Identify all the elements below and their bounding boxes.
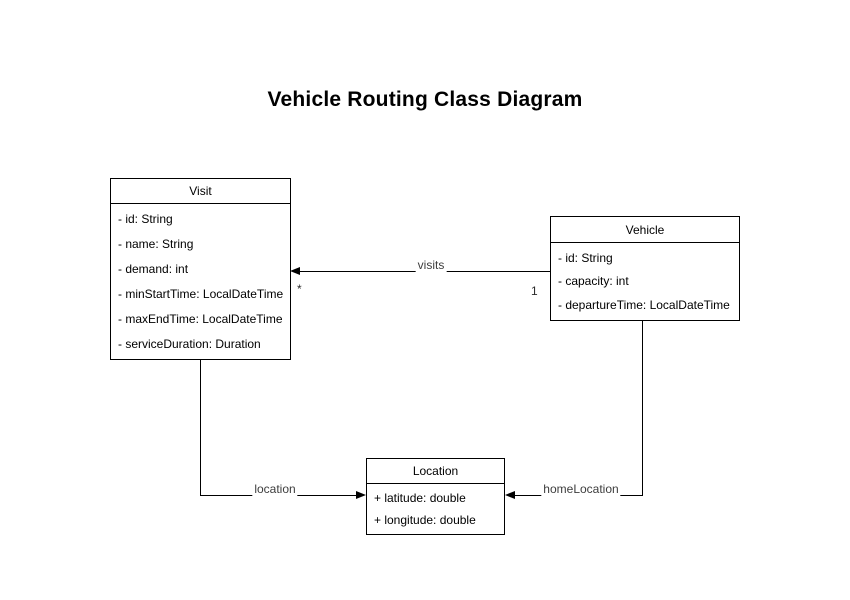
- association-location-label: location: [252, 482, 298, 496]
- class-box-visit[interactable]: Visit - id: String - name: String - dema…: [110, 178, 291, 360]
- class-location-attributes: + latitude: double + longitude: double: [367, 484, 504, 534]
- association-homelocation-arrowhead: [505, 491, 515, 499]
- association-visits-target-multiplicity: *: [297, 282, 302, 296]
- diagram-title: Vehicle Routing Class Diagram: [267, 88, 583, 111]
- class-vehicle-attribute: - capacity: int: [558, 274, 629, 289]
- class-visit-attribute: - maxEndTime: LocalDateTime: [118, 311, 283, 326]
- class-visit-attribute: - name: String: [118, 237, 194, 252]
- association-visits-arrowhead: [290, 267, 300, 275]
- class-visit-attribute: - id: String: [118, 212, 173, 227]
- class-box-location[interactable]: Location + latitude: double + longitude:…: [366, 458, 505, 535]
- class-vehicle-attribute: - departureTime: LocalDateTime: [558, 298, 730, 313]
- class-visit-name: Visit: [111, 179, 290, 204]
- class-vehicle-attributes: - id: String - capacity: int - departure…: [551, 243, 739, 320]
- association-visits-label: visits: [415, 258, 447, 272]
- association-homelocation-line-vertical: [642, 321, 643, 496]
- association-location-line-vertical: [200, 360, 201, 496]
- class-visit-attribute: - demand: int: [118, 262, 189, 277]
- class-location-name: Location: [367, 459, 504, 484]
- association-location-arrowhead: [356, 491, 366, 499]
- association-visits-source-multiplicity: 1: [531, 284, 538, 298]
- class-location-attribute: + latitude: double: [374, 491, 466, 505]
- class-vehicle-name: Vehicle: [551, 217, 739, 243]
- association-homelocation-label: homeLocation: [541, 482, 621, 496]
- class-vehicle-attribute: - id: String: [558, 250, 613, 265]
- class-visit-attribute: - serviceDuration: Duration: [118, 336, 261, 351]
- class-box-vehicle[interactable]: Vehicle - id: String - capacity: int - d…: [550, 216, 740, 321]
- class-visit-attributes: - id: String - name: String - demand: in…: [111, 204, 290, 359]
- class-visit-attribute: - minStartTime: LocalDateTime: [118, 286, 284, 301]
- class-location-attribute: + longitude: double: [374, 513, 476, 527]
